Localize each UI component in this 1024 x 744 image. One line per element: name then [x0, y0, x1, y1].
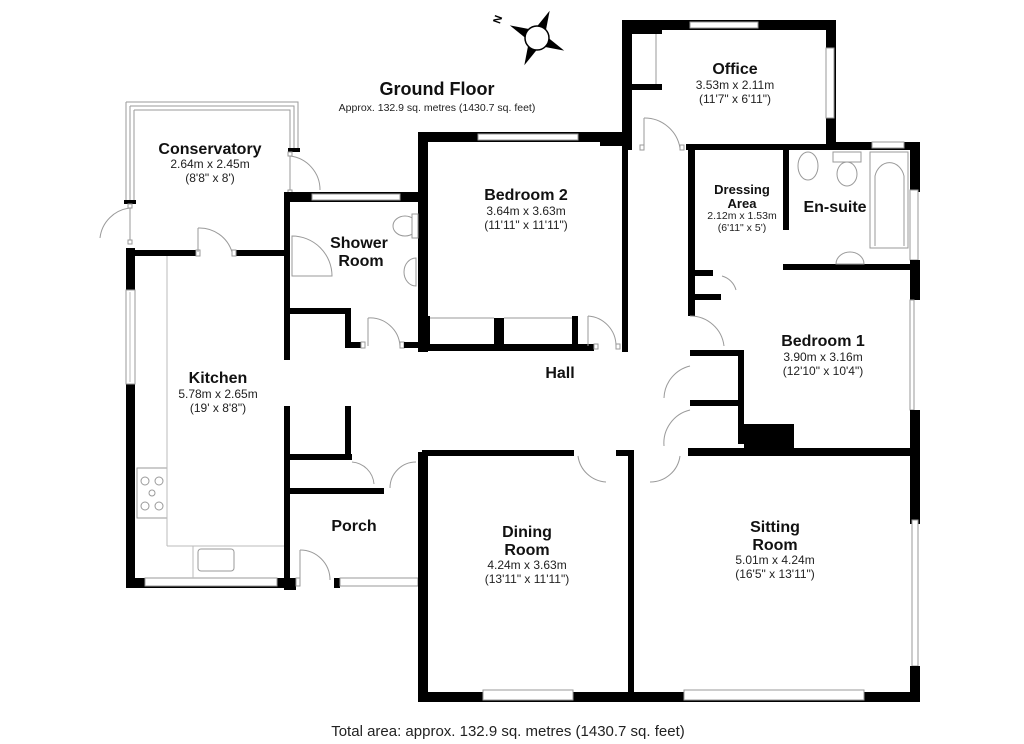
- total-area-footer: Total area: approx. 132.9 sq. metres (14…: [331, 723, 685, 740]
- room-dining-room: Dining Room 4.24m x 3.63m (13'11" x 11'1…: [485, 524, 569, 586]
- room-name: Kitchen: [189, 370, 248, 387]
- room-name-line2: Room: [752, 537, 797, 554]
- room-dimensions-metric: 5.01m x 4.24m: [735, 553, 814, 567]
- room-sitting-room: Sitting Room 5.01m x 4.24m (16'5" x 13'1…: [735, 519, 815, 581]
- room-dimensions-imperial: (11'11" x 11'11"): [484, 218, 568, 232]
- room-porch: Porch: [331, 518, 376, 535]
- room-bedroom-2: Bedroom 2 3.64m x 3.63m (11'11" x 11'11"…: [484, 187, 568, 232]
- room-name: Bedroom 2: [484, 187, 568, 204]
- compass-icon: [509, 10, 565, 66]
- room-conservatory: Conservatory 2.64m x 2.45m (8'8" x 8'): [158, 141, 261, 185]
- room-name-line2: Area: [728, 196, 758, 211]
- room-dressing-area: Dressing Area 2.12m x 1.53m (6'11" x 5'): [707, 182, 777, 234]
- room-name: En-suite: [803, 199, 866, 216]
- room-name-line1: Sitting: [750, 519, 800, 536]
- room-name-line1: Shower: [330, 235, 388, 252]
- shower-tray-icon: [291, 235, 333, 277]
- basin-icon: [403, 257, 417, 287]
- walls: [125, 20, 920, 702]
- room-dimensions-imperial: (19' x 8'8"): [190, 401, 246, 415]
- room-dimensions-imperial: (16'5" x 13'11"): [735, 567, 815, 581]
- room-name: Conservatory: [158, 141, 261, 158]
- room-dimensions-metric: 2.64m x 2.45m: [170, 157, 249, 171]
- room-dimensions-imperial: (6'11" x 5'): [718, 222, 766, 234]
- room-en-suite: En-suite: [803, 199, 866, 216]
- compass-north-label: N: [491, 14, 505, 26]
- room-name: Porch: [331, 518, 376, 535]
- room-office: Office 3.53m x 2.11m (11'7" x 6'11"): [696, 61, 774, 106]
- basin-icon: [835, 251, 865, 265]
- room-name: Office: [712, 61, 757, 78]
- room-dimensions-imperial: (11'7" x 6'11"): [699, 92, 771, 106]
- room-name-line1: Dining: [502, 524, 552, 541]
- room-name-line2: Room: [338, 253, 383, 270]
- room-dimensions-metric: 2.12m x 1.53m: [707, 210, 777, 222]
- room-dimensions-metric: 3.90m x 3.16m: [783, 350, 862, 364]
- room-bedroom-1: Bedroom 1 3.90m x 3.16m (12'10" x 10'4"): [781, 333, 865, 378]
- floor-area-subtitle: Approx. 132.9 sq. metres (1430.7 sq. fee…: [339, 102, 536, 114]
- room-dimensions-imperial: (12'10" x 10'4"): [783, 364, 863, 378]
- room-dimensions-imperial: (13'11" x 11'11"): [485, 572, 569, 586]
- room-dimensions-metric: 3.64m x 3.63m: [486, 204, 565, 218]
- room-name: Bedroom 1: [781, 333, 865, 350]
- fixtures: [136, 151, 909, 578]
- room-dimensions-imperial: (8'8" x 8'): [185, 171, 235, 185]
- sink-icon: [197, 548, 235, 572]
- room-hall: Hall: [545, 365, 574, 382]
- room-dimensions-metric: 5.78m x 2.65m: [178, 387, 257, 401]
- room-dimensions-metric: 4.24m x 3.63m: [487, 558, 566, 572]
- room-name-line2: Room: [504, 542, 549, 559]
- room-name-line1: Dressing: [714, 182, 770, 197]
- room-shower-room: Shower Room: [330, 235, 388, 270]
- room-kitchen: Kitchen 5.78m x 2.65m (19' x 8'8"): [178, 370, 257, 415]
- toilet-icon: [797, 151, 819, 181]
- room-dimensions-metric: 3.53m x 2.11m: [696, 78, 774, 92]
- room-name: Hall: [545, 365, 574, 382]
- floor-title: Ground Floor: [380, 79, 495, 99]
